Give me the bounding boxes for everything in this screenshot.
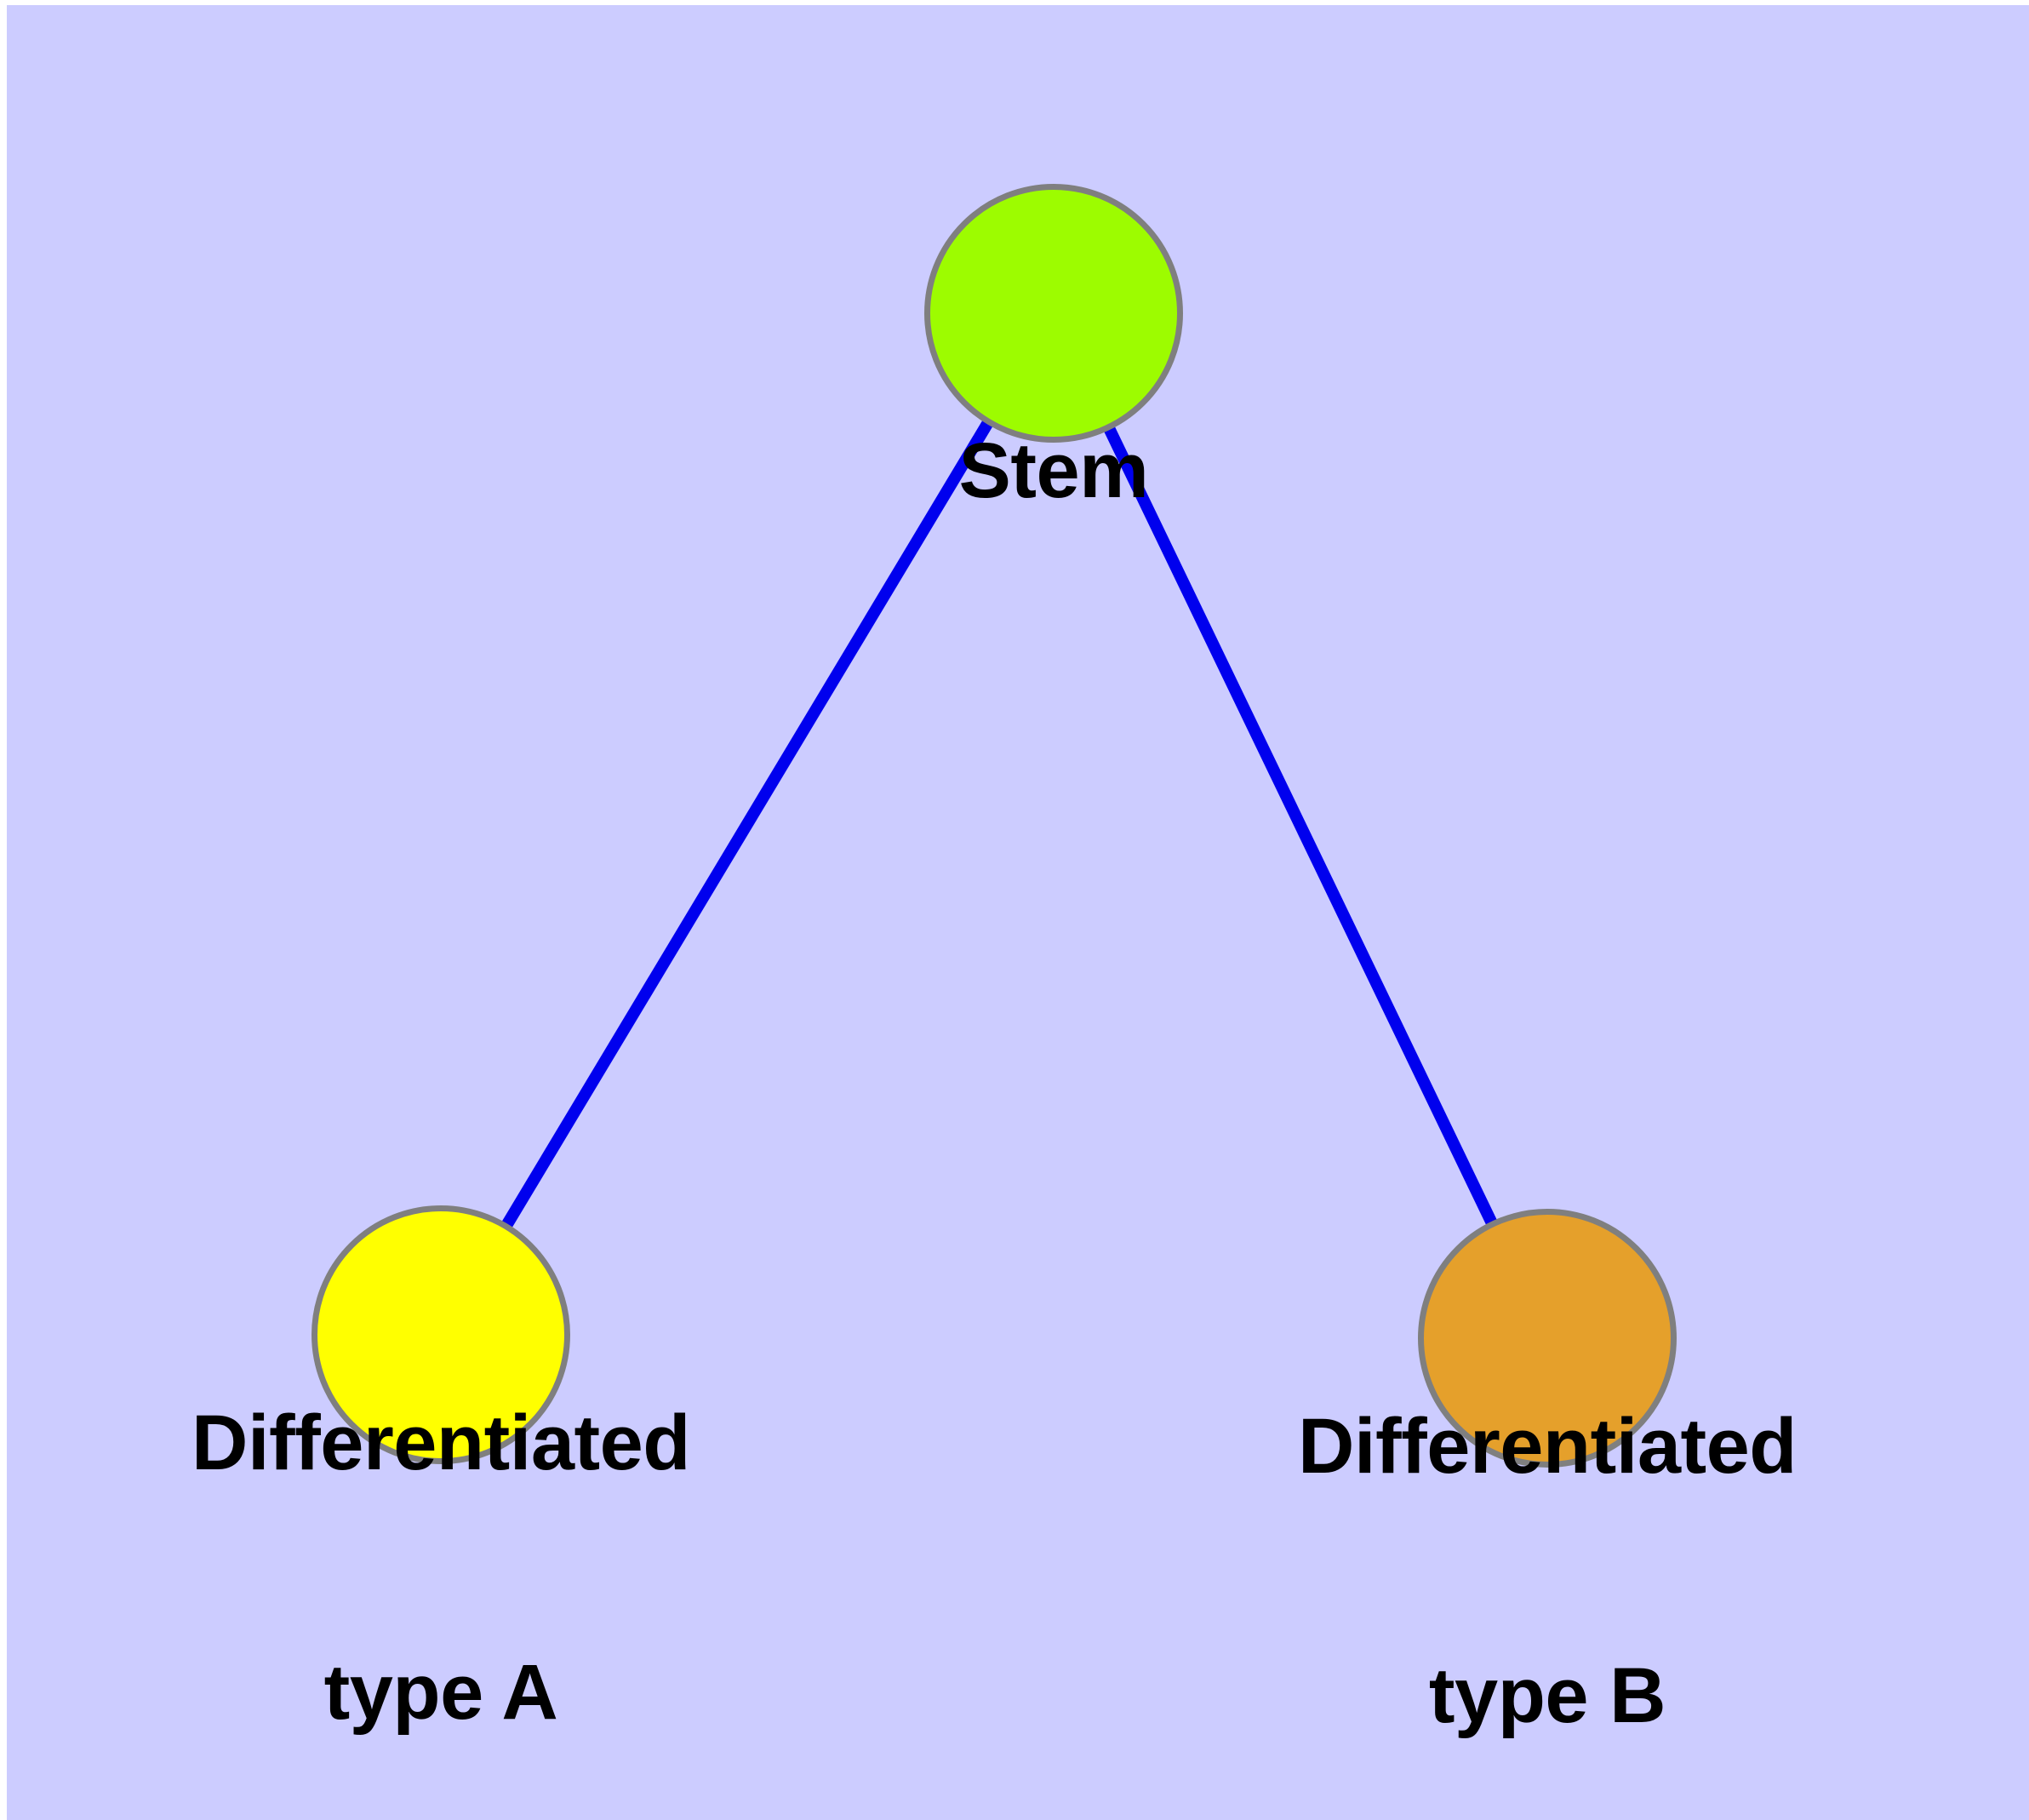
node-differentiated-type-a[interactable] [311, 1205, 570, 1464]
edge-stem-to-type-b [1048, 310, 1553, 1342]
edge-stem-to-type-a [435, 310, 1060, 1338]
node-stem[interactable] [924, 184, 1183, 443]
node-differentiated-type-b[interactable] [1418, 1209, 1677, 1468]
